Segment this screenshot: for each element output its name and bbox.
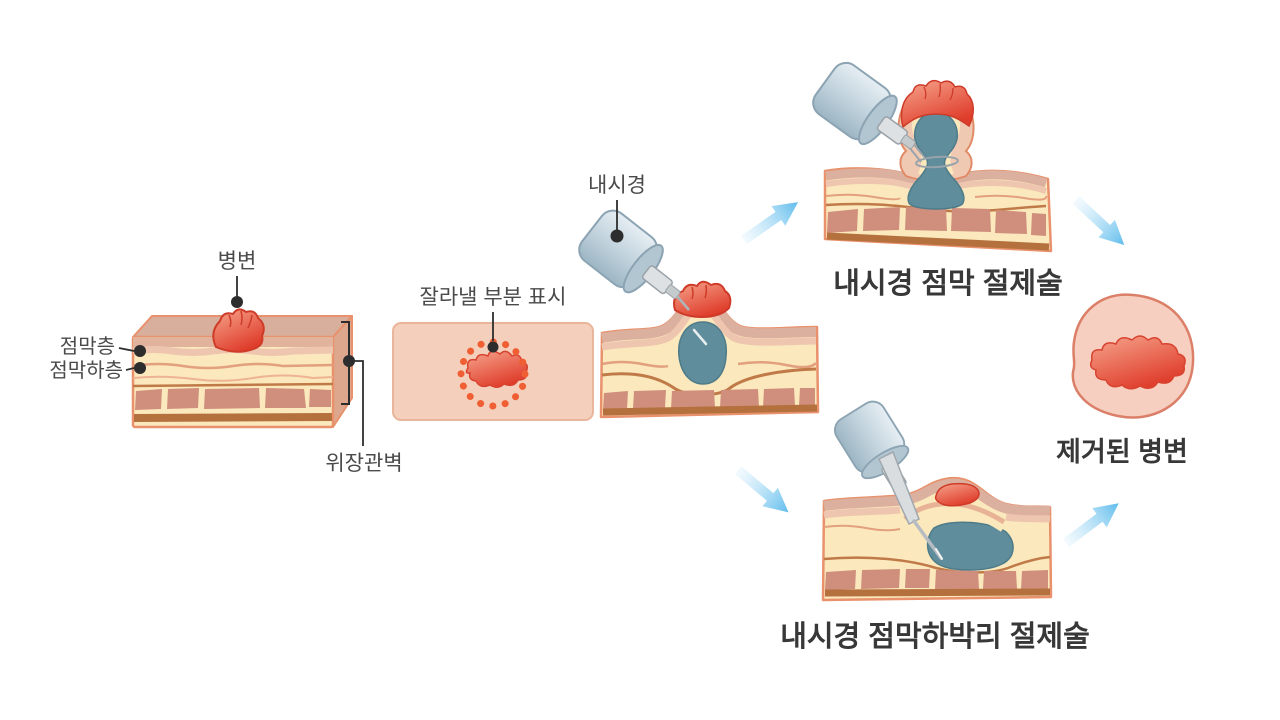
submucosa-callout-line — [125, 367, 135, 371]
knife-tip-glint — [935, 548, 943, 560]
knife-needle — [912, 519, 943, 560]
injection-fluid — [907, 111, 965, 210]
injection-fluid — [926, 521, 1014, 571]
gi-wall-label: 위장관벽 — [325, 452, 402, 475]
deep-layer-band — [826, 232, 1050, 251]
arrow-emr-to-removed-icon — [1072, 196, 1125, 246]
lesion-scallop-lines — [691, 284, 708, 300]
needle-in-fluid — [692, 328, 708, 346]
removed-lesion-shape — [1089, 335, 1186, 390]
lesion-scallop-lines — [228, 310, 253, 329]
snare-wire — [908, 142, 926, 163]
deep-layer-band — [824, 588, 1051, 597]
marking-label: 잘라낼 부분 표시 — [420, 286, 567, 309]
panel-submucosal-injection: 내시경 — [572, 174, 820, 419]
mucosa-label: 점막층 — [60, 335, 115, 358]
injection-needle — [676, 295, 690, 311]
lesion-shape — [934, 482, 980, 507]
marking-callout-dot — [487, 341, 499, 353]
snare-loop — [915, 155, 959, 169]
submucosa-label: 점막하층 — [49, 359, 123, 382]
lesion-scallop-lines — [923, 83, 954, 101]
layer-lines — [823, 524, 901, 532]
endoscope-label: 내시경 — [588, 174, 646, 197]
mucosa-callout-dot — [134, 345, 146, 357]
removed-lesion-label: 제거된 병변 — [1056, 437, 1188, 467]
panel-gi-wall-cross-section: 병변 점막층 점막하층 위장관벽 — [49, 250, 402, 475]
panel-esd: 내시경 점막하박리 절제술 — [780, 395, 1090, 653]
lesion-shape — [673, 280, 732, 319]
arrow-to-emr-icon — [741, 202, 799, 245]
layer-line-3 — [132, 382, 334, 388]
lesion-callout-dot — [231, 296, 243, 308]
injection-fluid — [678, 321, 727, 385]
mucosa-band-light — [823, 506, 1051, 523]
muscle-layer-bricks — [135, 388, 331, 410]
arrow-to-esd-icon — [734, 466, 789, 513]
mucosa-band-light — [132, 346, 334, 356]
panel-resection-marking: 잘라낼 부분 표시 — [392, 286, 594, 421]
lesion-label: 병변 — [218, 250, 257, 273]
deep-layer-band — [602, 404, 818, 416]
knife-shaft — [878, 450, 920, 526]
submucosa-callout-dot — [134, 362, 146, 374]
flow-arrows — [734, 196, 1125, 547]
muscle-layer-bricks — [825, 569, 1048, 590]
muscle-layer-bricks — [827, 207, 1046, 236]
arrow-esd-to-removed-icon — [1062, 503, 1119, 547]
deep-layer-band — [133, 413, 333, 422]
mucosa-flap-underside — [912, 512, 1004, 532]
mucosa-flap — [903, 501, 1006, 525]
layer-lines — [825, 193, 1048, 201]
layer-lines — [601, 360, 817, 369]
panel-emr: 내시경 점막 절제술 — [806, 56, 1063, 300]
lesion-shape — [900, 79, 974, 129]
esd-title: 내시경 점막하박리 절제술 — [780, 620, 1090, 653]
endoscope-callout-dot — [610, 229, 624, 243]
emr-title: 내시경 점막 절제술 — [833, 267, 1063, 300]
mucosa-callout-line — [118, 347, 135, 352]
muscle-layer-bricks — [603, 388, 815, 410]
layer-line-2 — [132, 374, 334, 382]
panel-removed-lesion: 제거된 병변 — [1056, 293, 1195, 467]
wall-callout-line — [349, 360, 364, 446]
layer-line-1 — [132, 362, 334, 370]
